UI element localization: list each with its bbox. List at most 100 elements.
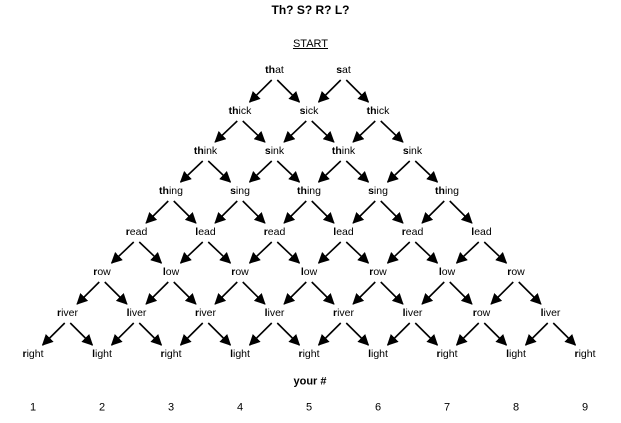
- word-node: read: [402, 227, 424, 238]
- word-node: light: [506, 349, 526, 360]
- word-prefix: r: [231, 265, 236, 278]
- word-prefix: r: [369, 265, 374, 278]
- word-prefix: th: [159, 184, 169, 197]
- word-node: sing: [368, 186, 388, 197]
- word-prefix: l: [300, 265, 304, 278]
- word-rest: ow: [511, 265, 525, 278]
- word-rest: ick: [238, 104, 252, 117]
- word-rest: ow: [97, 265, 111, 278]
- word-rest: ow: [373, 265, 387, 278]
- word-rest: ing: [373, 184, 388, 197]
- word-rest: ow: [303, 265, 318, 278]
- word-node: river: [333, 308, 354, 319]
- arrow-right: [207, 322, 232, 346]
- arrow-right: [138, 322, 163, 346]
- arrow-left: [386, 160, 411, 183]
- word-node: row: [507, 267, 525, 278]
- word-prefix: l: [195, 225, 199, 238]
- arrow-left: [214, 120, 238, 143]
- word-rest: at: [275, 63, 284, 76]
- word-rest: ing: [444, 184, 459, 197]
- outcome-number: 1: [29, 401, 37, 414]
- word-prefix: r: [472, 306, 477, 319]
- word-node: thick: [229, 106, 252, 117]
- arrow-left: [352, 200, 376, 224]
- word-prefix: r: [332, 306, 338, 319]
- word-prefix: r: [56, 306, 62, 319]
- word-rest: ink: [341, 144, 356, 157]
- word-prefix: th: [435, 184, 445, 197]
- word-rest: iver: [337, 306, 355, 319]
- arrow-left: [76, 281, 100, 305]
- word-prefix: r: [436, 347, 441, 360]
- word-rest: ight: [94, 347, 112, 360]
- word-node: row: [473, 308, 491, 319]
- arrow-right: [173, 281, 197, 305]
- word-prefix: l: [506, 347, 509, 360]
- word-prefix: l: [540, 306, 544, 319]
- arrow-left: [179, 322, 204, 346]
- word-node: sat: [336, 65, 351, 76]
- arrow-right: [414, 322, 439, 346]
- word-rest: iver: [267, 306, 285, 319]
- arrow-right: [69, 322, 94, 346]
- word-rest: ead: [336, 225, 354, 238]
- word-node: light: [230, 349, 250, 360]
- arrow-left: [248, 241, 273, 264]
- word-prefix: r: [160, 347, 165, 360]
- word-node: sing: [230, 186, 250, 197]
- word-rest: iver: [543, 306, 561, 319]
- word-prefix: r: [507, 265, 512, 278]
- word-node: liver: [127, 308, 147, 319]
- arrow-left: [386, 241, 411, 264]
- word-node: row: [93, 267, 111, 278]
- word-rest: ow: [441, 265, 456, 278]
- word-prefix: l: [230, 347, 233, 360]
- word-node: liver: [541, 308, 561, 319]
- word-rest: ing: [306, 184, 321, 197]
- word-node: think: [194, 146, 217, 157]
- word-rest: ead: [129, 225, 148, 238]
- arrow-left: [317, 160, 342, 183]
- outcome-number: 5: [305, 401, 313, 414]
- arrow-right: [345, 241, 370, 264]
- arrow-right: [242, 120, 266, 143]
- word-prefix: l: [471, 225, 475, 238]
- word-prefix: r: [22, 347, 27, 360]
- arrow-right: [276, 241, 301, 264]
- arrow-right: [414, 241, 439, 264]
- word-rest: iver: [199, 306, 217, 319]
- word-rest: ow: [165, 265, 180, 278]
- word-node: light: [368, 349, 388, 360]
- word-rest: at: [342, 63, 351, 76]
- word-node: sick: [300, 106, 319, 117]
- word-prefix: th: [265, 63, 276, 76]
- arrow-right: [380, 200, 404, 224]
- arrow-right: [138, 241, 163, 264]
- word-node: low: [163, 267, 179, 278]
- arrow-left: [455, 322, 480, 346]
- word-rest: ink: [408, 144, 423, 157]
- arrow-right: [345, 160, 370, 183]
- word-rest: ight: [440, 347, 458, 360]
- word-node: light: [92, 349, 112, 360]
- word-prefix: r: [194, 306, 200, 319]
- arrow-left: [283, 200, 307, 224]
- word-rest: ead: [267, 225, 286, 238]
- arrow-right: [242, 200, 266, 224]
- arrow-right: [414, 160, 439, 183]
- word-prefix: th: [297, 184, 307, 197]
- word-prefix: s: [336, 63, 343, 76]
- outcome-number: 6: [374, 401, 382, 414]
- arrow-left: [317, 79, 342, 103]
- word-prefix: l: [264, 306, 268, 319]
- word-prefix: r: [125, 225, 130, 238]
- word-node: thing: [435, 186, 459, 197]
- arrow-right: [483, 241, 508, 264]
- word-rest: ight: [578, 347, 596, 360]
- word-rest: ight: [508, 347, 526, 360]
- word-prefix: l: [402, 306, 406, 319]
- arrow-left: [524, 322, 549, 346]
- word-rest: ing: [235, 184, 250, 197]
- word-node: river: [57, 308, 78, 319]
